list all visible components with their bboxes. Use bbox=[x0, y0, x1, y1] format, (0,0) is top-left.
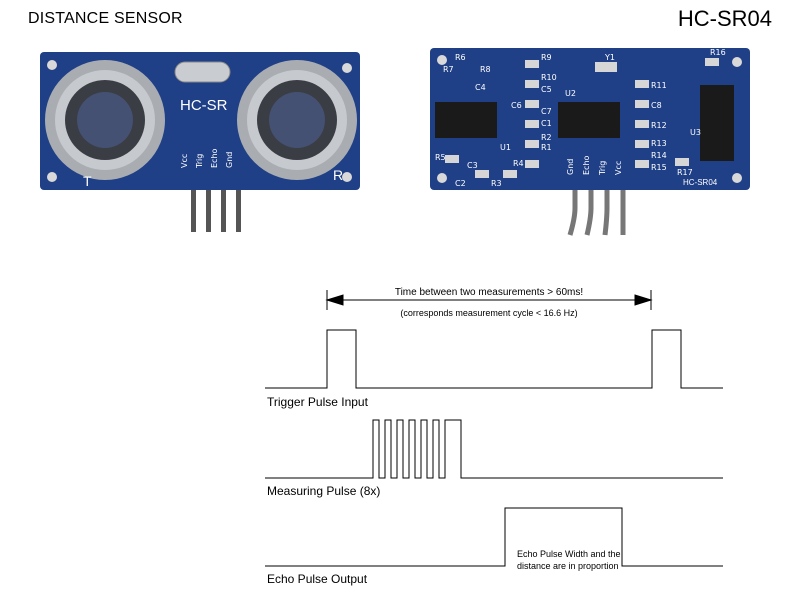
echo-note-line1: Echo Pulse Width and the bbox=[517, 549, 621, 559]
component-label: C6 bbox=[511, 101, 522, 110]
component-label: R15 bbox=[651, 163, 667, 172]
back-model-label: HC-SR04 bbox=[683, 178, 718, 187]
component-label: R6 bbox=[455, 53, 466, 62]
trigger-signal-line bbox=[265, 329, 723, 389]
ic-u2 bbox=[558, 102, 620, 138]
measuring-signal-line bbox=[265, 419, 723, 479]
sensor-front-photo: HC-SR Vcc Trig Echo Gnd T R bbox=[40, 52, 360, 232]
component-label: C5 bbox=[541, 85, 552, 94]
component-label: U2 bbox=[565, 89, 576, 98]
front-pin-headers bbox=[191, 190, 241, 232]
component-label: R13 bbox=[651, 139, 667, 148]
back-pin-headers bbox=[567, 180, 626, 236]
component-label: R16 bbox=[710, 48, 726, 57]
sensor-back-photo: HC-SR04 Gnd Echo Trig Vcc R7 R6 R8 R9 C4… bbox=[430, 48, 750, 236]
component-label: U3 bbox=[690, 128, 701, 137]
component-label: R11 bbox=[651, 81, 667, 90]
echo-signal-line bbox=[265, 507, 723, 567]
component-label: C8 bbox=[651, 101, 662, 110]
trigger-signal-label: Trigger Pulse Input bbox=[267, 395, 369, 409]
component-label: Y1 bbox=[604, 53, 615, 62]
crystal bbox=[174, 61, 231, 83]
component-label: R4 bbox=[513, 159, 524, 168]
smd-components bbox=[445, 58, 719, 178]
measuring-signal-label: Measuring Pulse (8x) bbox=[267, 484, 380, 498]
component-label: R17 bbox=[677, 168, 693, 177]
component-label: C3 bbox=[467, 161, 478, 170]
front-pin-label-echo: Echo bbox=[210, 148, 219, 168]
back-pin-label-trig: Trig bbox=[598, 161, 607, 176]
transmitter-transducer bbox=[45, 60, 165, 180]
back-pin-label-vcc: Vcc bbox=[614, 161, 623, 175]
component-label: U1 bbox=[500, 143, 511, 152]
ic-u3 bbox=[700, 85, 734, 161]
page-title-left: DISTANCE SENSOR bbox=[28, 10, 183, 27]
receiver-mark: R bbox=[333, 167, 343, 183]
front-pin-label-gnd: Gnd bbox=[225, 152, 234, 168]
component-label: R1 bbox=[541, 143, 552, 152]
echo-note-line2: distance are in proportion bbox=[517, 561, 619, 571]
component-label: C1 bbox=[541, 119, 552, 128]
front-pin-label-vcc: Vcc bbox=[180, 154, 189, 168]
front-model-label: HC-SR bbox=[180, 97, 228, 114]
component-label: R8 bbox=[480, 65, 491, 74]
component-label: R5 bbox=[435, 153, 446, 162]
page-title-right: HC-SR04 bbox=[677, 6, 772, 31]
component-label: C2 bbox=[455, 179, 466, 188]
ic-u1 bbox=[435, 102, 497, 138]
component-label: C4 bbox=[475, 83, 486, 92]
component-label: C7 bbox=[541, 107, 552, 116]
timing-diagram: Time between two measurements > 60ms! (c… bbox=[265, 287, 723, 586]
component-label: R9 bbox=[541, 53, 552, 62]
interval-sublabel: (corresponds measurement cycle < 16.6 Hz… bbox=[400, 308, 577, 318]
component-label: R10 bbox=[541, 73, 557, 82]
component-label: R12 bbox=[651, 121, 667, 130]
back-pin-label-gnd: Gnd bbox=[566, 159, 575, 175]
component-label: R2 bbox=[541, 133, 552, 142]
receiver-transducer bbox=[237, 60, 357, 180]
interval-label: Time between two measurements > 60ms! bbox=[395, 287, 583, 298]
interval-arrow bbox=[325, 290, 653, 310]
front-pin-label-trig: Trig bbox=[195, 154, 204, 169]
component-label: R7 bbox=[443, 65, 454, 74]
component-label: R3 bbox=[491, 179, 502, 188]
echo-signal-label: Echo Pulse Output bbox=[267, 572, 368, 586]
back-pin-label-echo: Echo bbox=[582, 155, 591, 175]
component-label: R14 bbox=[651, 151, 667, 160]
transmitter-mark: T bbox=[83, 173, 92, 189]
